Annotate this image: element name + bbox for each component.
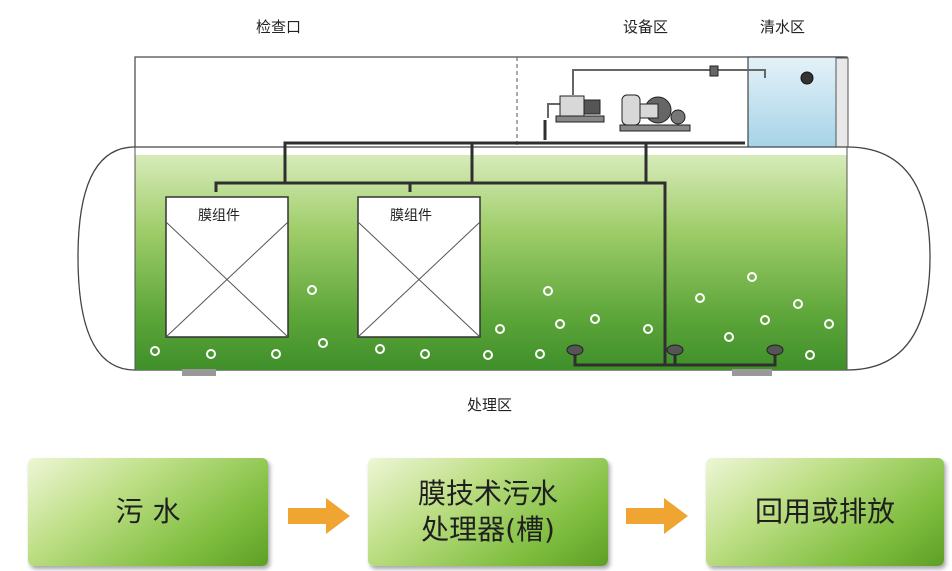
air-bubbles [150,272,834,360]
clean-water-zone-label: 清水区 [760,18,806,36]
aerator-icons [566,344,784,356]
flow-step-membrane-processor: 膜技术污水处理器(槽) [368,458,608,566]
blower-icon [619,94,691,132]
piping [214,120,777,367]
valve-icon [709,65,719,77]
tank-illustration [77,56,931,376]
membrane-module-2-label: 膜组件 [390,208,432,224]
membrane-module-1-box [165,196,289,338]
pump-icon [555,95,605,123]
flow-arrow-2 [626,498,688,534]
flow-step-reuse-discharge: 回用或排放 [706,458,944,566]
tank-foot-left [182,369,216,376]
membrane-module-1-label: 膜组件 [198,208,240,224]
inspection-port-label: 检查口 [256,18,302,36]
flow-arrow-1 [288,498,350,534]
clean-water-standpipe [835,57,849,156]
flow-step-sewage: 污 水 [28,458,268,566]
upper-chamber [134,56,848,156]
equipment-zone-label: 设备区 [623,18,669,36]
clean-water-tank [747,56,844,158]
membrane-module-2-box [357,196,481,338]
treatment-zone-label: 处理区 [467,396,513,414]
tank-foot-right [732,369,772,376]
clean-water-outlet-icon [800,71,814,85]
